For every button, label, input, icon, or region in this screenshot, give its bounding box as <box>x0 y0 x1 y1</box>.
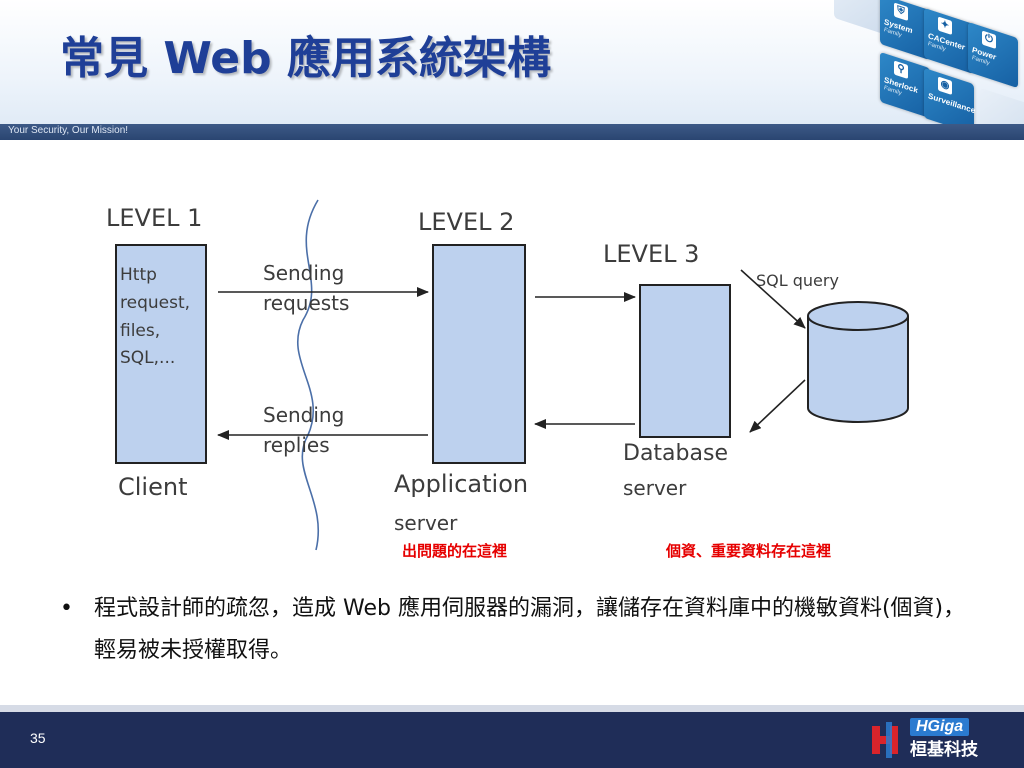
client-box-line: SQL,... <box>120 348 175 368</box>
footer-rule <box>0 705 1024 712</box>
sending-replies-line: Sending <box>263 403 344 427</box>
logo-mark-icon <box>872 722 898 758</box>
logo-chinese: 桓基科技 <box>910 740 978 760</box>
sql-result-arrow <box>749 379 806 433</box>
tagline-bar: Your Security, Our Mission! <box>0 124 1024 140</box>
power-icon: ⏻ <box>982 30 996 49</box>
tile-system: ⛨ System Family <box>880 0 930 61</box>
company-logo: HGiga 桓基科技 <box>866 718 1016 762</box>
level2-label: LEVEL 2 <box>418 208 514 236</box>
client-box-line: request, <box>120 293 190 313</box>
page-number: 35 <box>30 730 46 746</box>
product-tiles: ⛨ System Family ✦ CACenter Family ⏻ Powe… <box>834 0 1024 140</box>
shield-icon: ⛨ <box>894 2 908 21</box>
client-box-line: Http <box>120 265 157 285</box>
tile-label: Surveillance <box>928 91 976 116</box>
bullet-text: 程式設計師的疏忽，造成 Web 應用伺服器的漏洞，讓儲存在資料庫中的機敏資料(個… <box>94 596 966 663</box>
application-server-label: Application <box>394 470 528 498</box>
problem-location-note: 出問題的在這裡 <box>402 542 508 560</box>
client-label: Client <box>118 473 187 501</box>
application-server-label: server <box>394 511 458 535</box>
magnifier-icon: ⚲ <box>894 60 908 79</box>
tagline: Your Security, Our Mission! <box>8 125 129 136</box>
database-server-label: Database <box>623 441 728 466</box>
architecture-diagram: LEVEL 1 LEVEL 2 LEVEL 3 Http request, fi… <box>78 170 960 565</box>
bullet-marker: • <box>60 596 73 621</box>
level3-label: LEVEL 3 <box>603 240 699 268</box>
sending-requests-line: Sending <box>263 261 344 285</box>
tile-sherlock: ⚲ Sherlock Family <box>880 51 930 119</box>
application-server-box <box>432 244 526 464</box>
sql-query-arrow <box>740 269 806 329</box>
tile-power: ⏻ Power Family <box>968 21 1018 89</box>
slide-header: 常見 Web 應用系統架構 ⛨ System Family ✦ CACenter… <box>0 0 1024 140</box>
diagram-svg: LEVEL 1 LEVEL 2 LEVEL 3 Http request, fi… <box>106 199 909 551</box>
camera-icon: ◉ <box>938 76 952 95</box>
slide-footer: 35 HGiga 桓基科技 <box>0 712 1024 768</box>
database-server-label: server <box>623 476 687 500</box>
sending-requests-line: requests <box>263 291 349 315</box>
client-box-line: files, <box>120 321 160 341</box>
logo-english: HGiga <box>910 718 970 736</box>
database-server-box <box>639 284 731 438</box>
certificate-icon: ✦ <box>938 16 952 35</box>
sending-replies-line: replies <box>263 433 330 457</box>
divider-wave <box>297 199 319 551</box>
tile-cacenter: ✦ CACenter Family <box>924 7 974 75</box>
data-location-note: 個資、重要資料存在這裡 <box>666 542 832 560</box>
database-cylinder <box>807 301 909 423</box>
tile-decoration <box>834 0 884 35</box>
sql-query-label: SQL query <box>756 271 839 290</box>
slide-title: 常見 Web 應用系統架構 <box>60 33 551 84</box>
client-box <box>115 244 207 464</box>
level1-label: LEVEL 1 <box>106 204 202 232</box>
